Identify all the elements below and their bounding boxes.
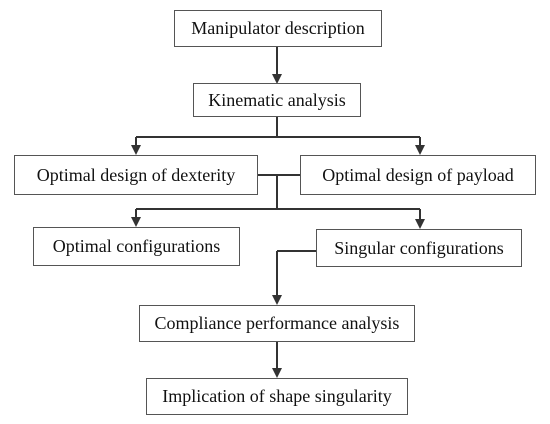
- optimal-design-dexterity-label: Optimal design of dexterity: [36, 164, 236, 185]
- implication-shape-singularity-label: Implication of shape singularity: [162, 386, 392, 406]
- optimal-design-payload-label: Optimal design of payload: [322, 164, 514, 185]
- kinematic-analysis-box: Kinematic analysis: [193, 83, 361, 117]
- implication-shape-singularity-box: Implication of shape singularity: [146, 378, 408, 415]
- compliance-performance-analysis-label: Compliance performance analysis: [154, 313, 400, 333]
- optimal-design-payload-box: Optimal design of payload: [300, 155, 536, 195]
- optimal-configurations-box: Optimal configurations: [33, 227, 240, 266]
- singular-configurations-label: Singular configurations: [334, 237, 504, 258]
- singular-configurations-box: Singular configurations: [316, 229, 522, 267]
- kinematic-analysis-label: Kinematic analysis: [208, 89, 346, 110]
- optimal-design-dexterity-box: Optimal design of dexterity: [14, 155, 258, 195]
- manipulator-description-box: Manipulator description: [174, 10, 382, 47]
- compliance-performance-analysis-box: Compliance performance analysis: [139, 305, 415, 342]
- manipulator-description-label: Manipulator description: [191, 18, 365, 38]
- optimal-configurations-label: Optimal configurations: [52, 236, 221, 256]
